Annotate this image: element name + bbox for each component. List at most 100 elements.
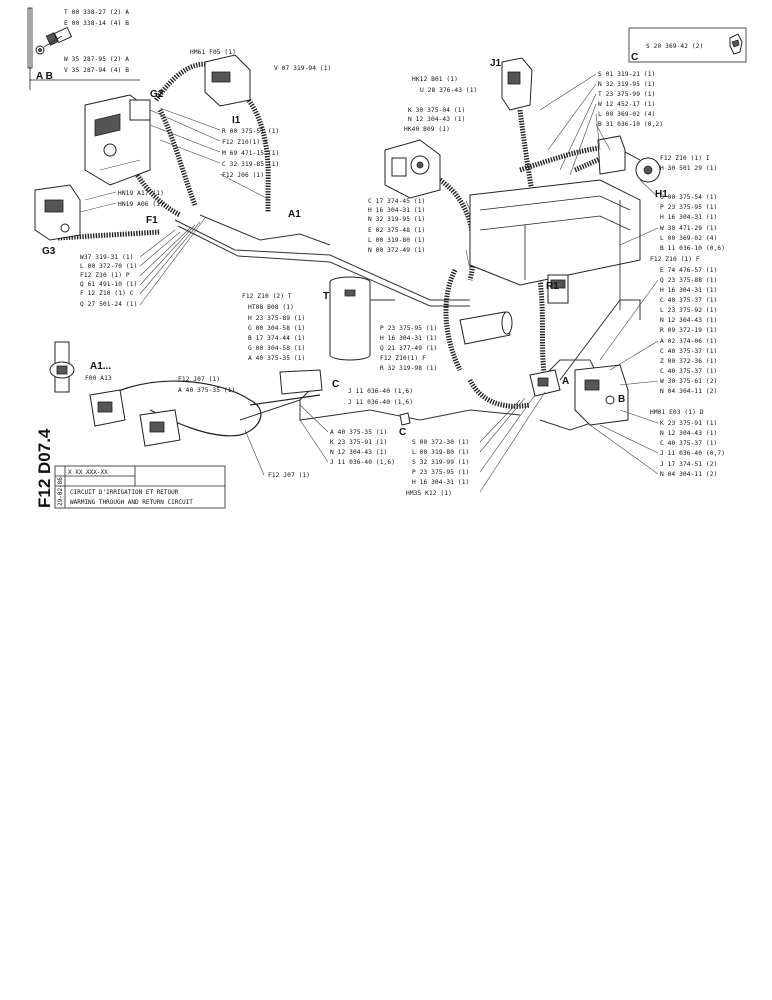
label-w37-319-31: W37 319-31 (1) [80,254,134,261]
filter-cylinder [459,311,513,345]
label-j11-036-40-b: J 11 036-40 (1,6) [348,399,413,406]
label-j11-036-40-a: J 11 036-40 (1,6) [348,388,413,395]
label-z00-372-36: Z 00 372-36 (1) [660,358,717,365]
label-q61-491-10: Q 61 491-10 (1) [80,281,137,288]
label-a40-375-35-b: A 40 375-35 (1) [178,387,235,394]
label-g00-304-58-b: G 00 304-58 (1) [248,345,305,352]
label-m69-471-15: M 69 471-15 (1) [222,150,279,157]
callout-fitting-4: V 35 287-94 (4) B [64,67,129,74]
marker-a: A [562,376,569,387]
valve-a [529,369,561,397]
title-line-english: WARMING THROUGH AND RETURN CIRCUIT [70,499,193,506]
label-b11-036-10: B 11 036-10 (0,6) [660,245,725,252]
labels-center: F12 Z10 (2) T HT08 B08 (1) H 23 375-89 (… [85,293,437,479]
marker-a1-detail: A1... [90,361,111,372]
label-h30-501-29: H 30 501 29 (1) [660,165,717,172]
heater-components-a1 [89,389,181,447]
callout-fitting-2: E 00 338-14 (4) B [64,20,129,27]
label-j11-036-40-c: J 11 036-40 (1,6) [330,459,395,466]
label-r00-375-51: R 00 375-51 (1) [222,128,279,135]
label-f12-j07-a: F12 J07 (1) [178,376,220,383]
inset-c-part: S 20 369-42 (2) [646,43,703,50]
title-block: X XX XXX-XX 29-02-86 CIRCUIT D'IRRIGATIO… [54,465,226,509]
component-block-g3 [34,184,81,241]
bolt-fitting-icon [35,26,73,55]
marker-t: T [323,291,329,302]
label-f12-z10-f-b: F12 Z10 (1) F [650,256,700,263]
heater-h1 [597,135,661,183]
label-s00-372-30: S 00 372-30 (1) [412,439,469,446]
a1-detail-fitting [49,341,75,393]
label-hm35-k12: HM35 K12 (1) [406,490,452,497]
label-k23-375-91-a: K 23 375-91 (1) [330,439,387,446]
label-n00-372-49: N 00 372-49 (1) [368,247,425,254]
labels-right: S 01 319-21 (1) N 32 319-95 (1) T 23 375… [598,71,725,478]
label-hn19-a17: HN19 A17 (1) [118,190,164,197]
sheet-code: F12 D07.4 [35,428,54,508]
label-hn19-a06: HN19 A06 (1) [118,201,164,208]
label-f00-a13: F00 A13 [85,375,112,382]
valve-block-left [84,94,151,186]
label-c40-375-37-c: C 40 375-37 (1) [660,368,717,375]
label-p23-375-95-c: P 23 375-95 (1) [660,204,717,211]
label-n12-304-43-a: N 12 304-43 (1) [408,116,465,123]
filter-canister-t [329,276,395,361]
label-l00-369-02-b: L 00 369-02 (4) [660,235,717,242]
marker-g2: G2 [150,89,164,100]
label-n12-304-43-c: N 12 304-43 (1) [660,317,717,324]
label-r32-319-98: R 32 319-98 (1) [380,365,437,372]
label-c32-319-85: C 32 319-85 (1) [222,161,279,168]
label-h16-304-31-e: H 16 304-31 (1) [660,287,717,294]
label-l00-319-80-a: L 00 319-80 (1) [368,237,425,244]
inset-ab-label: A B [36,71,53,82]
label-b17-374-44: B 17 374-44 (1) [248,335,305,342]
label-u28-376-43: U 28 376-43 (1) [420,87,477,94]
label-r09-372-19: R 09 372-19 (1) [660,327,717,334]
label-l00-372-70: L 00 372-70 (1) [80,263,137,270]
inset-c-detail: S 20 369-42 (2) C [628,27,747,63]
label-c40-375-37-a: C 40 375-37 (1) [660,297,717,304]
duct-segment [279,369,411,426]
label-n04-304-11-b: N 04 304-11 (2) [660,471,717,478]
label-w30-375-61: W 30 375-61 (2) [660,378,717,385]
label-n32-319-95-a: N 32 319-95 (1) [368,216,425,223]
label-e02-375-48: E 02 375-48 (1) [368,227,425,234]
label-h16-304-31-a: H 16 304-31 (1) [368,207,425,214]
label-f12-z10-c: F 12 Z10 (1) C [80,290,134,297]
hose-network [57,61,641,437]
label-n32-319-95-b: N 32 319-95 (1) [598,81,655,88]
marker-letters: J1 I1 G2 H1 A1 F1 G3 T C C A R1 B A1... [42,58,668,438]
engine-block [469,179,641,310]
label-hk12-b01: HK12 B01 (1) [412,76,458,83]
label-h23-375-89: H 23 375-89 (1) [248,315,305,322]
label-hm61-f05: HM61 F05 (1) [190,49,236,56]
marker-c-lower: C [399,427,406,438]
label-b31-036-10: B 31 036-10 (0,2) [598,121,663,128]
title-block-frame [54,465,226,509]
marker-a1: A1 [288,209,301,220]
label-hm01-e03: HM01 E03 (1) D [650,409,704,416]
label-f12-z10-p: F12 Z10 (1) P [80,272,130,279]
label-f12-z10-i: F12 Z10 (1) I [660,155,710,162]
label-k23-375-91-b: K 23 375-91 (1) [660,420,717,427]
label-a40-375-35-c: A 40 375-35 (1) [330,429,387,436]
label-a02-374-06: A 02 374-06 (1) [660,338,717,345]
callout-fitting-3: W 35 287-95 (2) A [64,56,129,63]
label-u00-375-54: U 00 375-54 (1) [660,194,717,201]
component-j1 [501,57,533,111]
marker-g3: G3 [42,246,56,257]
label-a40-375-35-a: A 40 375-35 (1) [248,355,305,362]
label-f12-z10-t: F12 Z10 (2) T [242,293,292,300]
label-e74-476-57: E 74 476-57 (1) [660,267,717,274]
label-j17-374-51: J 17 374-51 (2) [660,461,717,468]
component-i1 [204,54,251,107]
label-c40-375-37-d: C 40 375-37 (1) [660,440,717,447]
title-line-french: CIRCUIT D'IRRIGATION ET RETOUR [70,489,179,496]
label-ht08-b08: HT08 B08 (1) [248,304,294,311]
labels-left: HM61 F05 (1) V 07 319-94 (1) R 00 375-51… [80,49,331,308]
label-n12-304-43-b: N 12 304-43 (1) [330,449,387,456]
marker-i1: I1 [232,115,241,126]
label-v07-319-94: V 07 319-94 (1) [274,65,331,72]
labels-upper-middle: HK12 B01 (1) U 28 376-43 (1) K 30 375-04… [368,76,477,254]
